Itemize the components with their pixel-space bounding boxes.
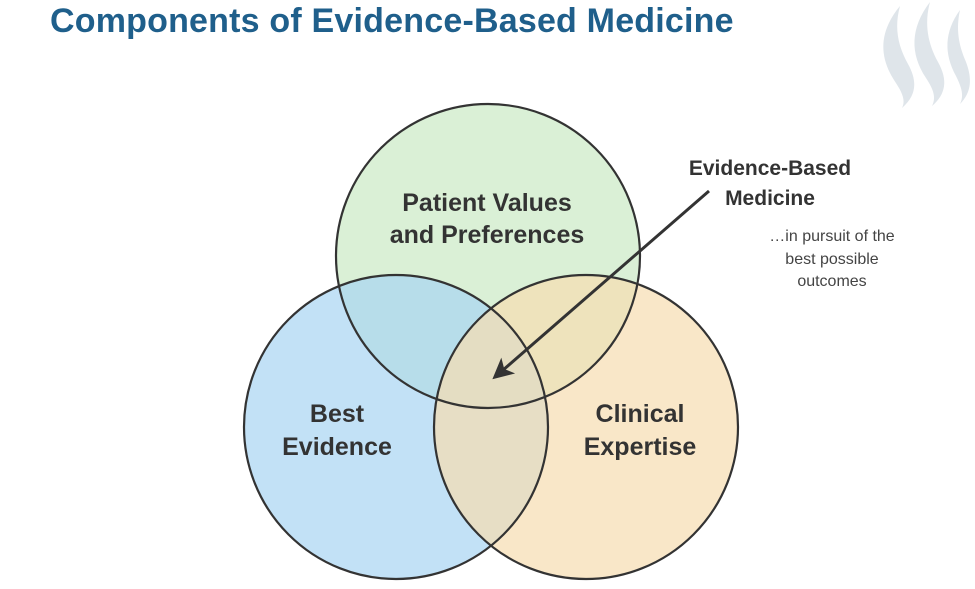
callout-sub-line3: outcomes <box>797 273 866 290</box>
callout-title-line2: Medicine <box>725 187 815 210</box>
flame-logo-icon <box>883 2 970 108</box>
outline-patient-values <box>334 102 642 410</box>
callout-title-line1: Evidence-Based <box>689 157 851 180</box>
outline-best-evidence <box>242 273 550 581</box>
circle-clinical-expertise <box>434 275 738 579</box>
callout-sub-line1: …in pursuit of the <box>769 228 895 245</box>
label-clinical-expertise-line1: Clinical <box>596 400 685 428</box>
label-patient-values-line1: Patient Values <box>402 189 572 217</box>
callout-sub-line2: best possible <box>785 251 878 268</box>
outline-clinical-expertise <box>432 273 740 581</box>
label-clinical-expertise-line2: Expertise <box>584 433 697 461</box>
callout-arrow <box>492 189 710 380</box>
label-best-evidence-line1: Best <box>310 400 365 428</box>
label-best-evidence-line2: Evidence <box>282 433 392 461</box>
page-title: Components of Evidence-Based Medicine <box>50 2 734 40</box>
label-patient-values-line2: and Preferences <box>390 221 585 249</box>
